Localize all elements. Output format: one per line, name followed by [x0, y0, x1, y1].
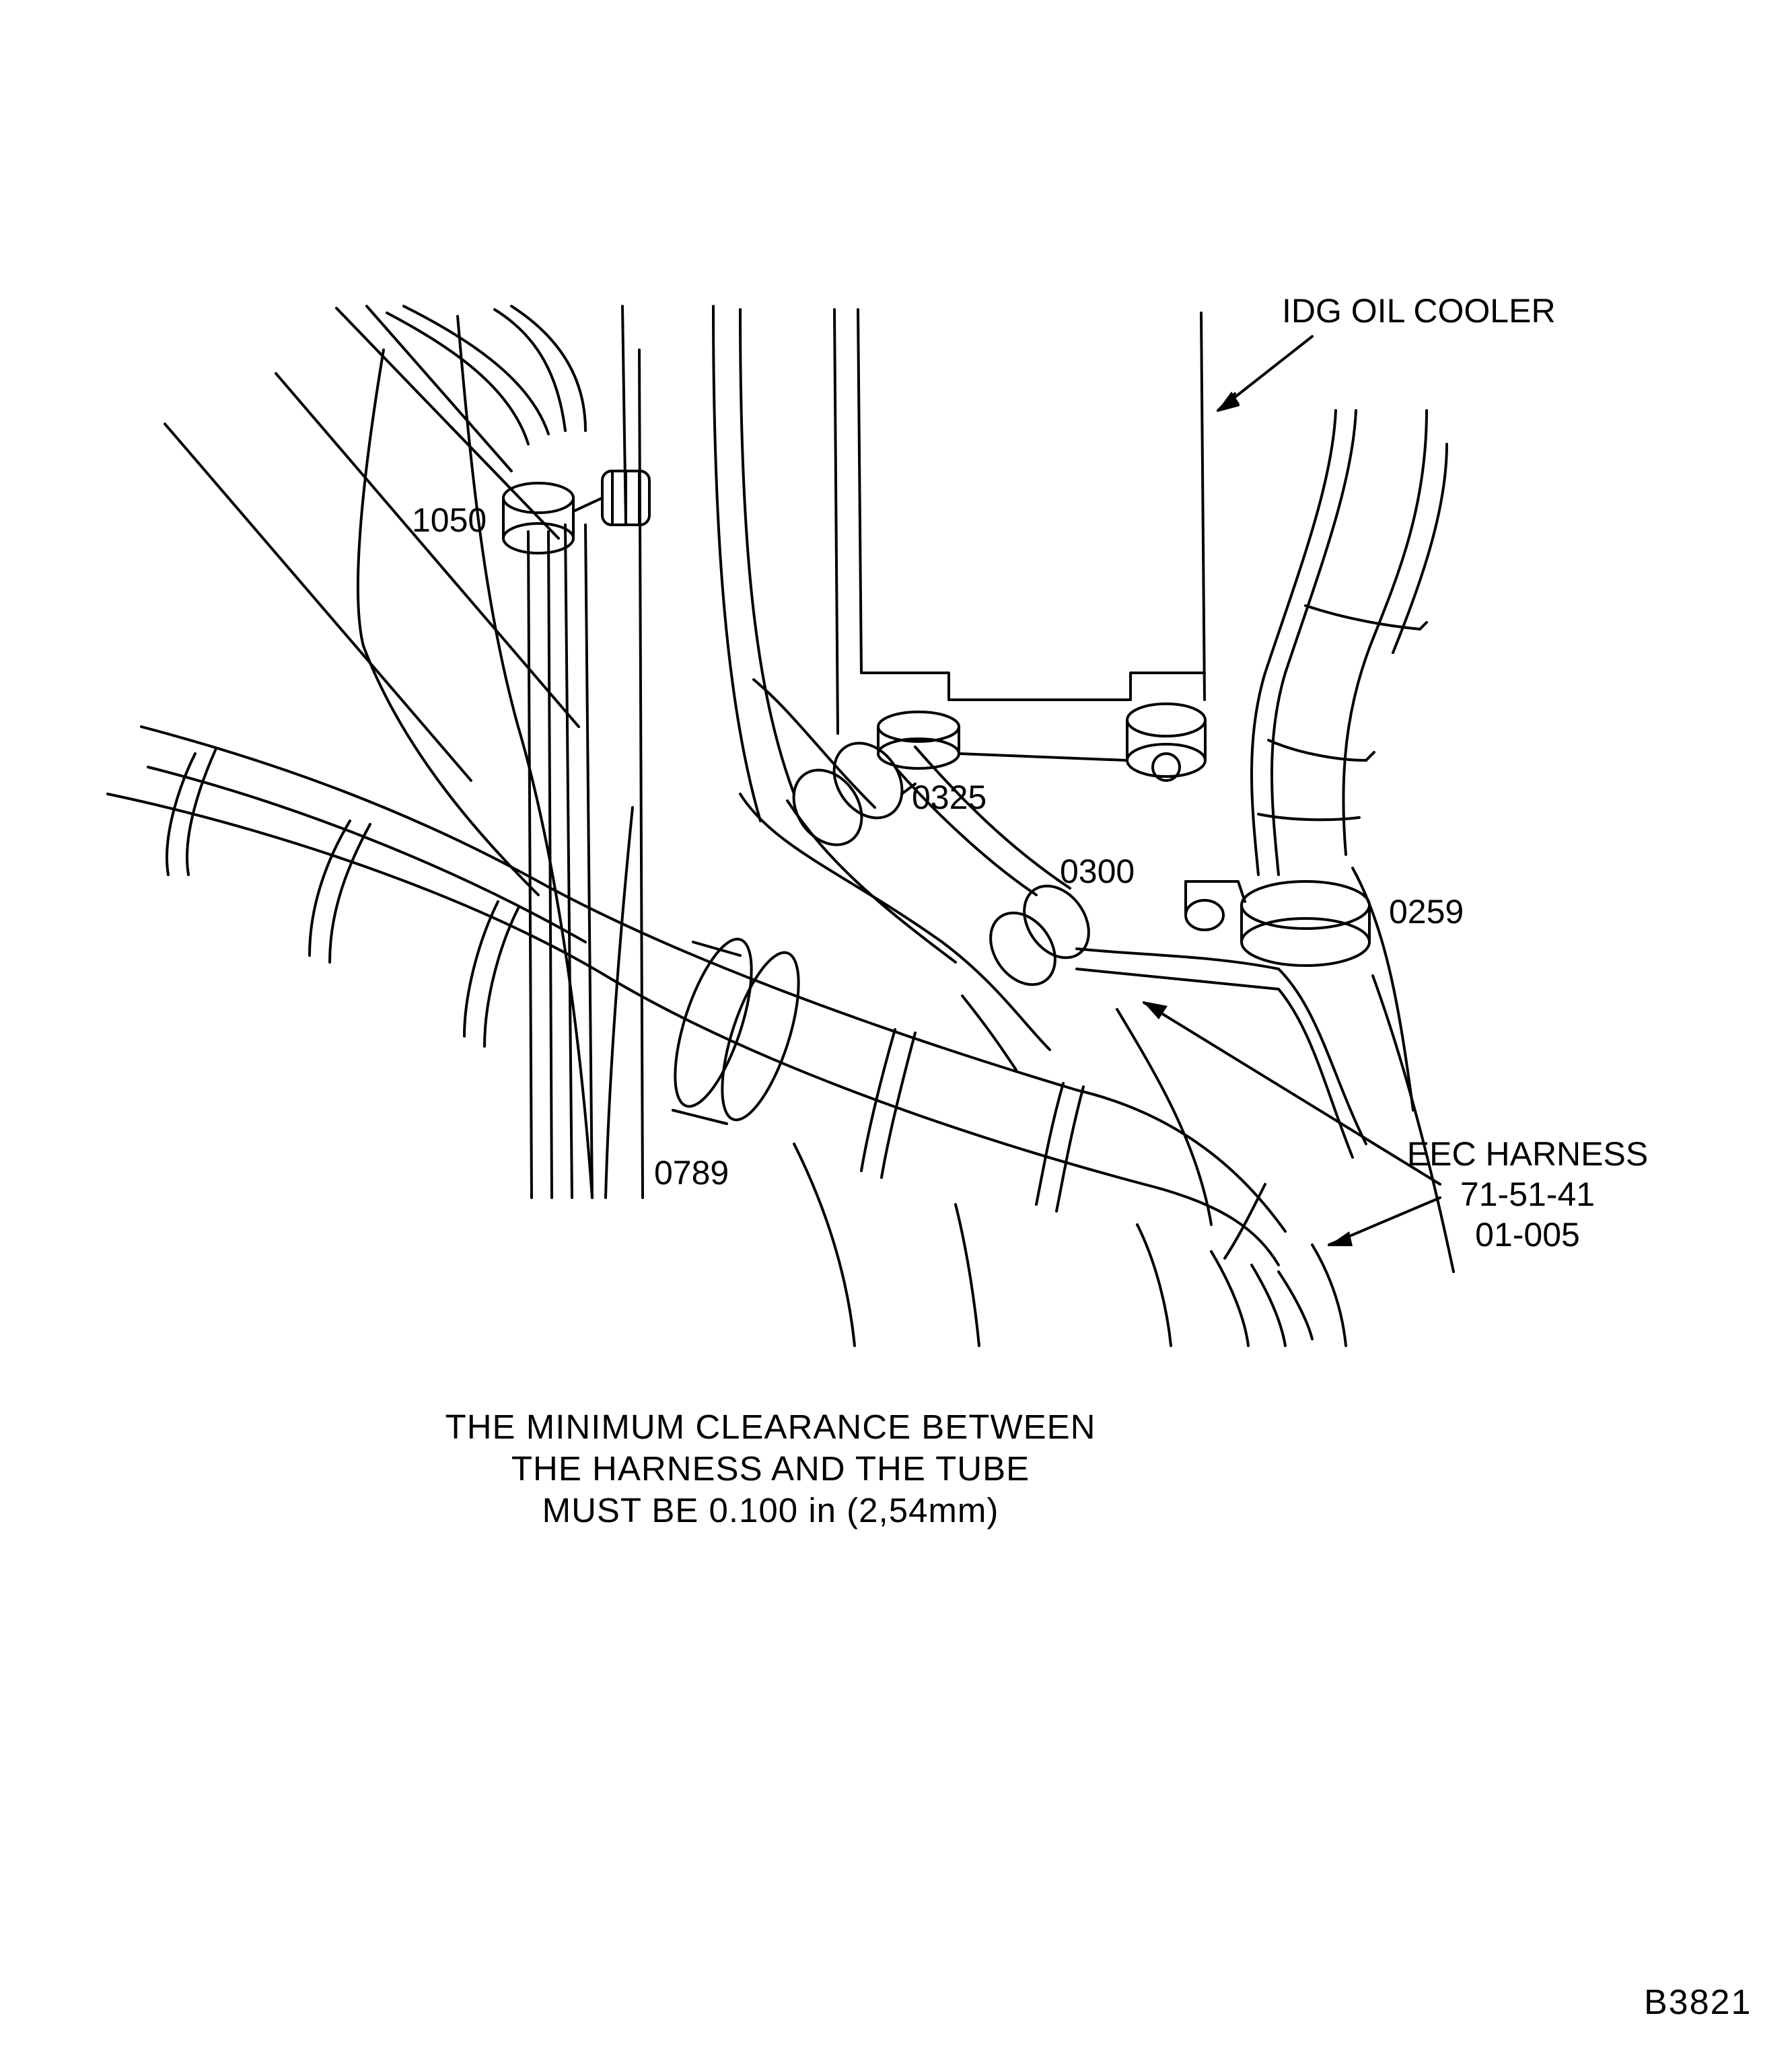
- label-part-0325: 0325: [912, 779, 987, 816]
- idg-leader-arrow: [1217, 335, 1314, 412]
- clearance-note-line-3: MUST BE 0.100 in (2,54mm): [542, 1491, 999, 1530]
- clearance-note-line-1: THE MINIMUM CLEARANCE BETWEEN: [445, 1408, 1096, 1446]
- right-harness-bundle: [1250, 409, 1455, 1273]
- eec-harness-line-1: EEC HARNESS: [1406, 1135, 1649, 1173]
- label-part-0300: 0300: [1060, 853, 1135, 890]
- eec-harness-lines: [1075, 947, 1367, 1159]
- label-part-0789: 0789: [654, 1154, 729, 1192]
- eec-harness-line-3: 01-005: [1475, 1216, 1580, 1254]
- label-eec-harness: EEC HARNESS 71-51-41 01-005: [1407, 1134, 1648, 1255]
- center-tube-with-clamps: [739, 678, 1090, 1071]
- eec-harness-leader-arrows: [1143, 1001, 1441, 1246]
- idg-oil-cooler-body: [833, 308, 1207, 782]
- vertical-pipe-group: [621, 305, 795, 1199]
- foreground-duct: [106, 725, 1287, 1266]
- eec-harness-line-2: 71-51-41: [1460, 1176, 1596, 1213]
- left-duct: [356, 315, 634, 1199]
- clamp-0259: [1184, 880, 1371, 967]
- clearance-note-line-2: THE HARNESS AND THE TUBE: [511, 1449, 1030, 1488]
- figure-number: B3821: [1644, 1983, 1752, 2022]
- label-part-0259: 0259: [1389, 893, 1464, 931]
- label-part-1050: 1050: [412, 501, 487, 539]
- leader-0325: [900, 783, 917, 795]
- lower-duct-curves: [793, 1008, 1347, 1347]
- clearance-note: THE MINIMUM CLEARANCE BETWEEN THE HARNES…: [445, 1406, 1096, 1532]
- background-structure-lines: [164, 305, 580, 782]
- tube-to-clamp-1050: [386, 305, 594, 1199]
- clamp-1050: [502, 470, 651, 554]
- label-idg-oil-cooler: IDG OIL COOLER: [1282, 292, 1556, 330]
